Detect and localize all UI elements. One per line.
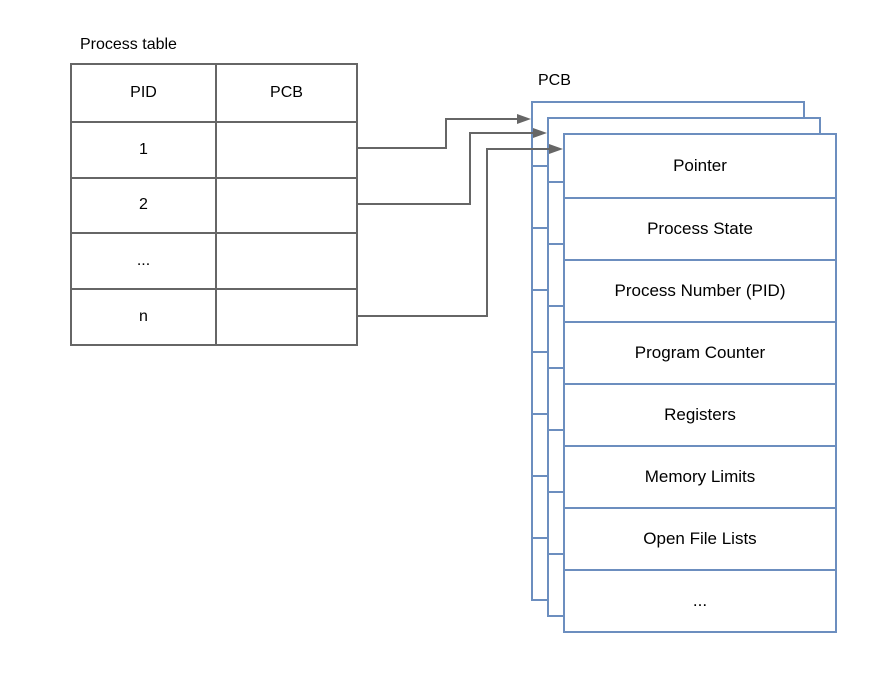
arrow-row2-to-middle-pcb <box>358 128 547 205</box>
process-table-row-n-pid: n <box>72 288 215 344</box>
process-table: PID PCB 1 2 ... n <box>70 63 358 346</box>
pcb-field-open-file-lists: Open File Lists <box>565 507 835 569</box>
process-table-header-pcb: PCB <box>215 65 356 121</box>
process-table-row-2-pid: 2 <box>72 176 215 233</box>
process-table-row-n-pcb <box>215 288 356 344</box>
pcb-field-memory-limits: Memory Limits <box>565 445 835 507</box>
process-table-title: Process table <box>80 36 177 53</box>
process-table-row-ellipsis-pcb <box>215 232 356 289</box>
arrow-rown-to-front-pcb <box>358 144 563 317</box>
arrow-row1-to-back-pcb <box>358 114 531 149</box>
pcb-field-registers: Registers <box>565 383 835 445</box>
pcb-field-pointer: Pointer <box>673 156 727 175</box>
process-table-row-ellipsis-pid: ... <box>72 232 215 288</box>
pcb-field-ellipsis: ... <box>565 569 835 631</box>
pcb-field-process-state: Process State <box>565 197 835 259</box>
process-table-row-1-pid: 1 <box>72 120 215 177</box>
pcb-field-process-number: Process Number (PID) <box>565 259 835 321</box>
pcb-field-program-counter: Program Counter <box>565 321 835 383</box>
pcb-title: PCB <box>538 72 571 89</box>
process-table-row-1-pcb <box>215 120 356 177</box>
pcb-stack-front-layer: Pointer Process State Process Number (PI… <box>563 133 837 633</box>
process-table-row-2-pcb <box>215 176 356 233</box>
process-table-header-pid: PID <box>130 83 157 101</box>
